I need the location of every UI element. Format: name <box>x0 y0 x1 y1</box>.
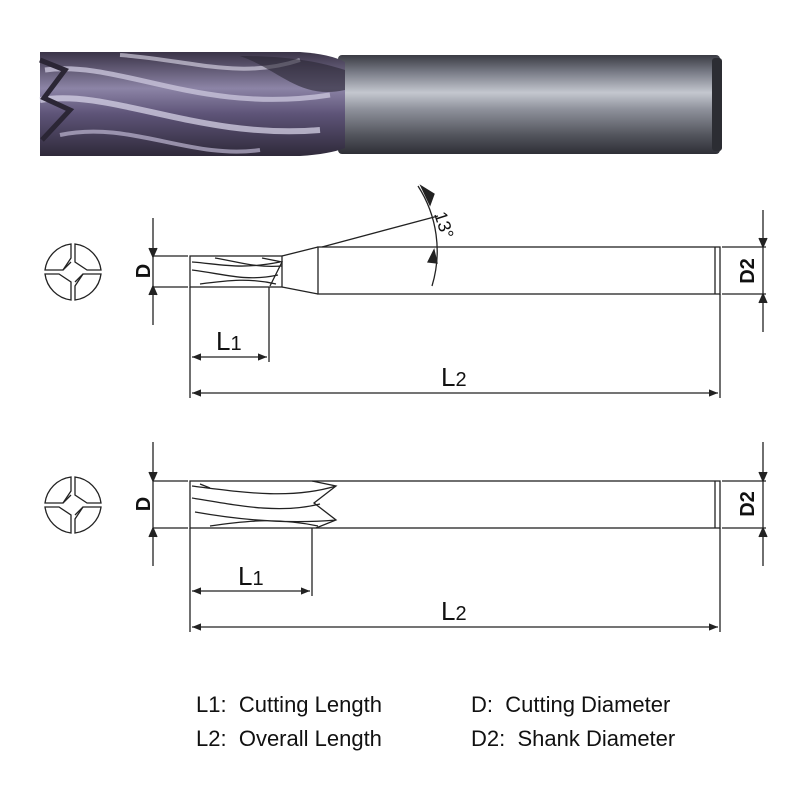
neck-taper-1 <box>281 246 319 295</box>
d2-arrow-bottom-2 <box>758 526 768 538</box>
d-arrow-bottom-1 <box>148 284 158 296</box>
end-view-icon-1 <box>44 243 102 301</box>
legend-row: L1: Cutting Length D: Cutting Diameter <box>196 688 756 722</box>
end-view-icon-2 <box>44 476 102 534</box>
d2-label-2: D2 <box>737 491 759 517</box>
legend-row: L2: Overall Length D2: Shank Diameter <box>196 722 756 756</box>
l1-label-1: L1 <box>216 326 242 356</box>
legend-item-l2: L2: Overall Length <box>196 726 471 752</box>
d2-label-1: D2 <box>737 258 759 284</box>
d-arrow-bottom-2 <box>148 526 158 538</box>
flute-lines-1 <box>191 257 283 287</box>
photo-flute-shadow <box>240 56 345 93</box>
legend-item-l1: L1: Cutting Length <box>196 692 471 718</box>
d-arrow-top-1 <box>148 247 158 259</box>
d-label-1: D <box>133 264 155 278</box>
d2-arrow-bottom-1 <box>758 292 768 304</box>
drawing-2 <box>44 442 768 632</box>
angle-label: 13° <box>430 209 457 241</box>
legend-text: Shank Diameter <box>517 726 676 751</box>
cutting-section-1 <box>189 255 283 288</box>
d-label-2: D <box>133 497 155 511</box>
legend-key: D2: <box>471 726 506 751</box>
photo-flute-helix-2 <box>39 95 321 135</box>
photo-flute-gash <box>39 57 75 142</box>
legend-text: Cutting Diameter <box>505 692 671 717</box>
l2-label-2: L2 <box>441 596 467 626</box>
d-arrow-top-2 <box>148 471 158 483</box>
legend-key: L1: <box>196 692 227 717</box>
angle-arrow-bottom <box>427 248 438 264</box>
flute-lines-2 <box>191 480 338 529</box>
angle-arrow-top <box>419 184 435 207</box>
l1-label-2: L1 <box>238 561 264 591</box>
legend-key: D: <box>471 692 493 717</box>
drawing-1 <box>44 184 768 398</box>
legend-key: L2: <box>196 726 227 751</box>
drawing-1-labels: D D2 L1 L2 13° <box>133 209 759 392</box>
tool-photo <box>39 52 722 156</box>
legend-item-d2: D2: Shank Diameter <box>471 726 746 752</box>
legend-text: Cutting Length <box>238 692 382 717</box>
d2-arrow-top-2 <box>758 471 768 483</box>
l2-label-1: L2 <box>441 362 467 392</box>
legend: L1: Cutting Length D: Cutting Diameter L… <box>196 688 756 756</box>
photo-shank <box>338 55 720 154</box>
shank-1 <box>317 246 721 295</box>
d2-arrow-top-1 <box>758 237 768 249</box>
angle-ref-line <box>321 215 439 248</box>
tool-body-2 <box>189 480 721 529</box>
photo-flute-helix-3 <box>59 129 261 154</box>
legend-text: Overall Length <box>238 726 382 751</box>
photo-shank-end <box>712 58 722 151</box>
legend-item-d: D: Cutting Diameter <box>471 692 746 718</box>
angle-arc <box>417 185 438 287</box>
photo-flute-helix-1 <box>44 66 331 102</box>
drawing-2-labels: D D2 L1 L2 <box>133 491 759 626</box>
